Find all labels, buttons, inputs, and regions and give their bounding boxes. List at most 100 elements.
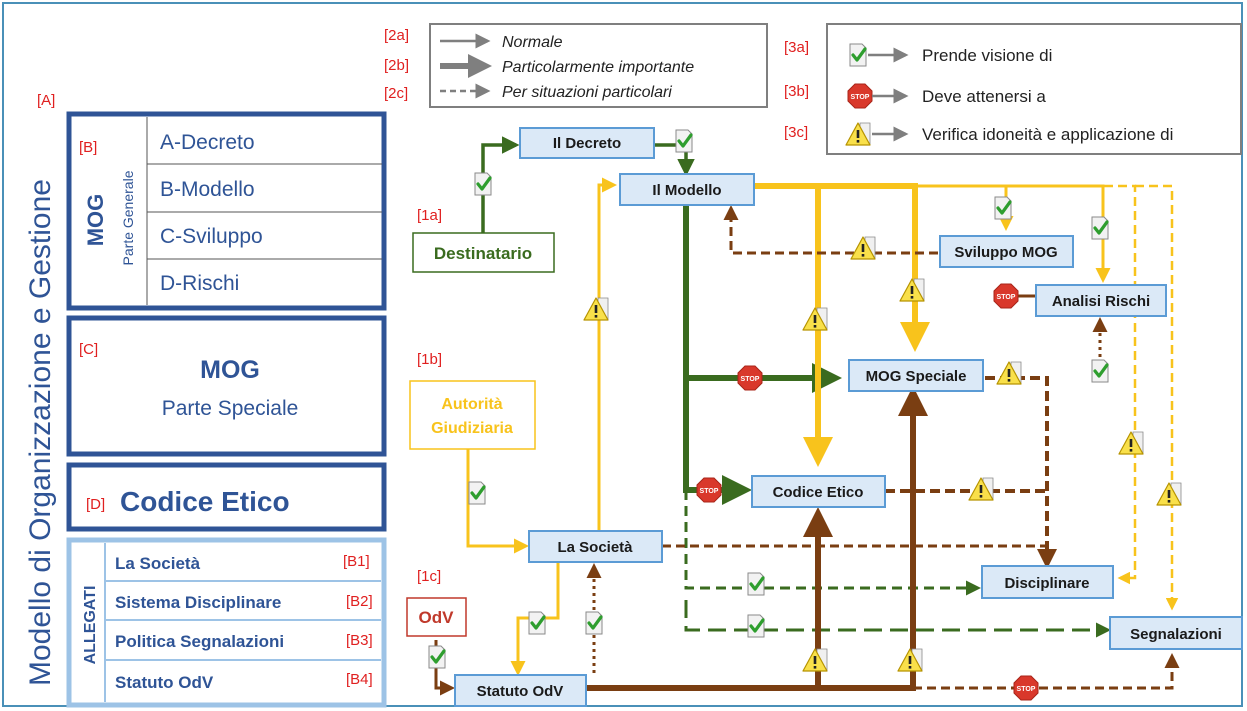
label-3c: [3c]: [784, 124, 808, 141]
stop-icon: STOP: [1013, 675, 1039, 701]
warning-icon: [897, 648, 923, 672]
nodes: Il Decreto Il Modello Destinatario Autor…: [406, 127, 1243, 707]
allegati-box: ALLEGATI La Società Sistema Disciplinare…: [66, 537, 387, 708]
label-b3: [B3]: [346, 632, 373, 649]
mog-special-subtitle: Parte Speciale: [162, 397, 299, 420]
legend-important: Particolarmente importante: [502, 59, 694, 76]
codice-etico-box: [D] Codice Etico: [66, 462, 387, 532]
warning-icon: [1118, 431, 1144, 455]
node-sviluppo-label: Sviluppo MOG: [954, 244, 1057, 261]
node-decreto-label: Il Decreto: [553, 135, 621, 152]
node-codice-etico-label: Codice Etico: [773, 484, 864, 501]
legend-special: Per situazioni particolari: [502, 84, 672, 101]
check-icon: [427, 644, 447, 670]
mog-special-box: [C] MOG Parte Speciale: [66, 315, 387, 457]
check-icon: [674, 128, 694, 154]
label-1a: [1a]: [417, 207, 442, 224]
node-decreto: Il Decreto: [519, 127, 655, 159]
check-icon: [746, 571, 766, 597]
mog-item-modello: B-Modello: [160, 178, 255, 201]
label-2c: [2c]: [384, 85, 408, 102]
flow-lines: [434, 136, 1180, 696]
warning-icon: [1156, 482, 1182, 506]
stop-text: STOP: [1017, 686, 1036, 693]
node-modello: Il Modello: [619, 173, 755, 206]
allegato-societa: La Società: [115, 554, 201, 573]
check-icon: [1090, 358, 1110, 384]
check-icon: [584, 610, 604, 636]
stop-text: STOP: [741, 376, 760, 383]
node-codice-etico: Codice Etico: [751, 475, 886, 508]
node-analisi: Analisi Rischi: [1035, 284, 1167, 317]
warning-icon: [850, 236, 876, 260]
line-legend: Normale Particolarmente importante Per s…: [429, 23, 768, 108]
check-icon: [527, 610, 547, 636]
mog-item-rischi: D-Rischi: [160, 272, 239, 295]
check-icon: [467, 480, 487, 506]
node-mog-speciale: MOG Speciale: [848, 359, 984, 392]
node-mog-speciale-label: MOG Speciale: [866, 368, 967, 385]
node-disciplinare: Disciplinare: [981, 565, 1114, 599]
legend-check-text: Prende visione di: [922, 46, 1052, 65]
allegato-segnalazioni: Politica Segnalazioni: [115, 632, 284, 651]
node-sviluppo: Sviluppo MOG: [939, 235, 1074, 268]
label-1c: [1c]: [417, 568, 441, 585]
stop-text: STOP: [851, 94, 870, 101]
stop-icon: STOP: [737, 365, 763, 391]
node-societa: La Società: [528, 530, 663, 563]
label-3a: [3a]: [784, 39, 809, 56]
warning-icon: [802, 648, 828, 672]
mog-general-subtitle: Parte Generale: [120, 170, 136, 265]
label-b4: [B4]: [346, 671, 373, 688]
mog-general-title: MOG: [83, 194, 108, 247]
allegato-disciplinare: Sistema Disciplinare: [115, 593, 281, 612]
warning-icon: [899, 278, 925, 302]
node-disciplinare-label: Disciplinare: [1004, 575, 1089, 592]
stop-icon: STOP: [993, 283, 1019, 309]
check-icon: [993, 195, 1013, 221]
stop-text: STOP: [700, 488, 719, 495]
node-autorita-label-1: Autorità: [441, 396, 502, 413]
mog-item-sviluppo: C-Sviluppo: [160, 225, 263, 248]
label-2a: [2a]: [384, 27, 409, 44]
icon-legend: STOP Prende visione di Deve attenersi a …: [826, 23, 1242, 155]
warning-icon: [996, 361, 1022, 385]
label-b2: [B2]: [346, 593, 373, 610]
node-odv-label: OdV: [419, 608, 455, 627]
label-c: [C]: [79, 341, 98, 358]
node-destinatario: Destinatario: [412, 232, 555, 273]
label-b1: [B1]: [343, 553, 370, 570]
warning-icon: [968, 477, 994, 501]
node-modello-label: Il Modello: [652, 182, 721, 199]
node-segnalazioni: Segnalazioni: [1109, 616, 1243, 650]
node-analisi-label: Analisi Rischi: [1052, 293, 1150, 310]
label-1b: [1b]: [417, 351, 442, 368]
node-odv: OdV: [406, 597, 467, 637]
stop-text: STOP: [997, 294, 1016, 301]
warning-icon: [802, 307, 828, 331]
legend-normal: Normale: [502, 34, 563, 51]
label-d: [D]: [86, 496, 105, 513]
label-a: [A]: [37, 92, 55, 109]
check-icon: [746, 613, 766, 639]
flow-icons: STOP STOP STOP STOP: [427, 128, 1182, 701]
check-icon: [473, 171, 493, 197]
warning-icon: [583, 297, 609, 321]
legend-check-icon: [848, 42, 868, 68]
label-3b: [3b]: [784, 83, 809, 100]
node-statuto: Statuto OdV: [454, 674, 587, 707]
mog-special-title: MOG: [200, 356, 260, 384]
label-2b: [2b]: [384, 57, 409, 74]
codice-etico-title: Codice Etico: [120, 486, 290, 517]
node-societa-label: La Società: [557, 539, 633, 556]
node-autorita-label-2: Giudiziaria: [431, 420, 513, 437]
allegato-statuto: Statuto OdV: [115, 673, 214, 692]
legend-stop-text: Deve attenersi a: [922, 87, 1046, 106]
mog-item-decreto: A-Decreto: [160, 131, 255, 154]
label-b: [B]: [79, 139, 97, 156]
node-statuto-label: Statuto OdV: [477, 683, 564, 700]
legend-warning-text: Verifica idoneità e applicazione di: [922, 125, 1173, 144]
main-title: Modello di Organizzazione e Gestione: [24, 179, 57, 686]
mog-general-box: [B] MOG Parte Generale A-Decreto B-Model…: [66, 111, 387, 311]
